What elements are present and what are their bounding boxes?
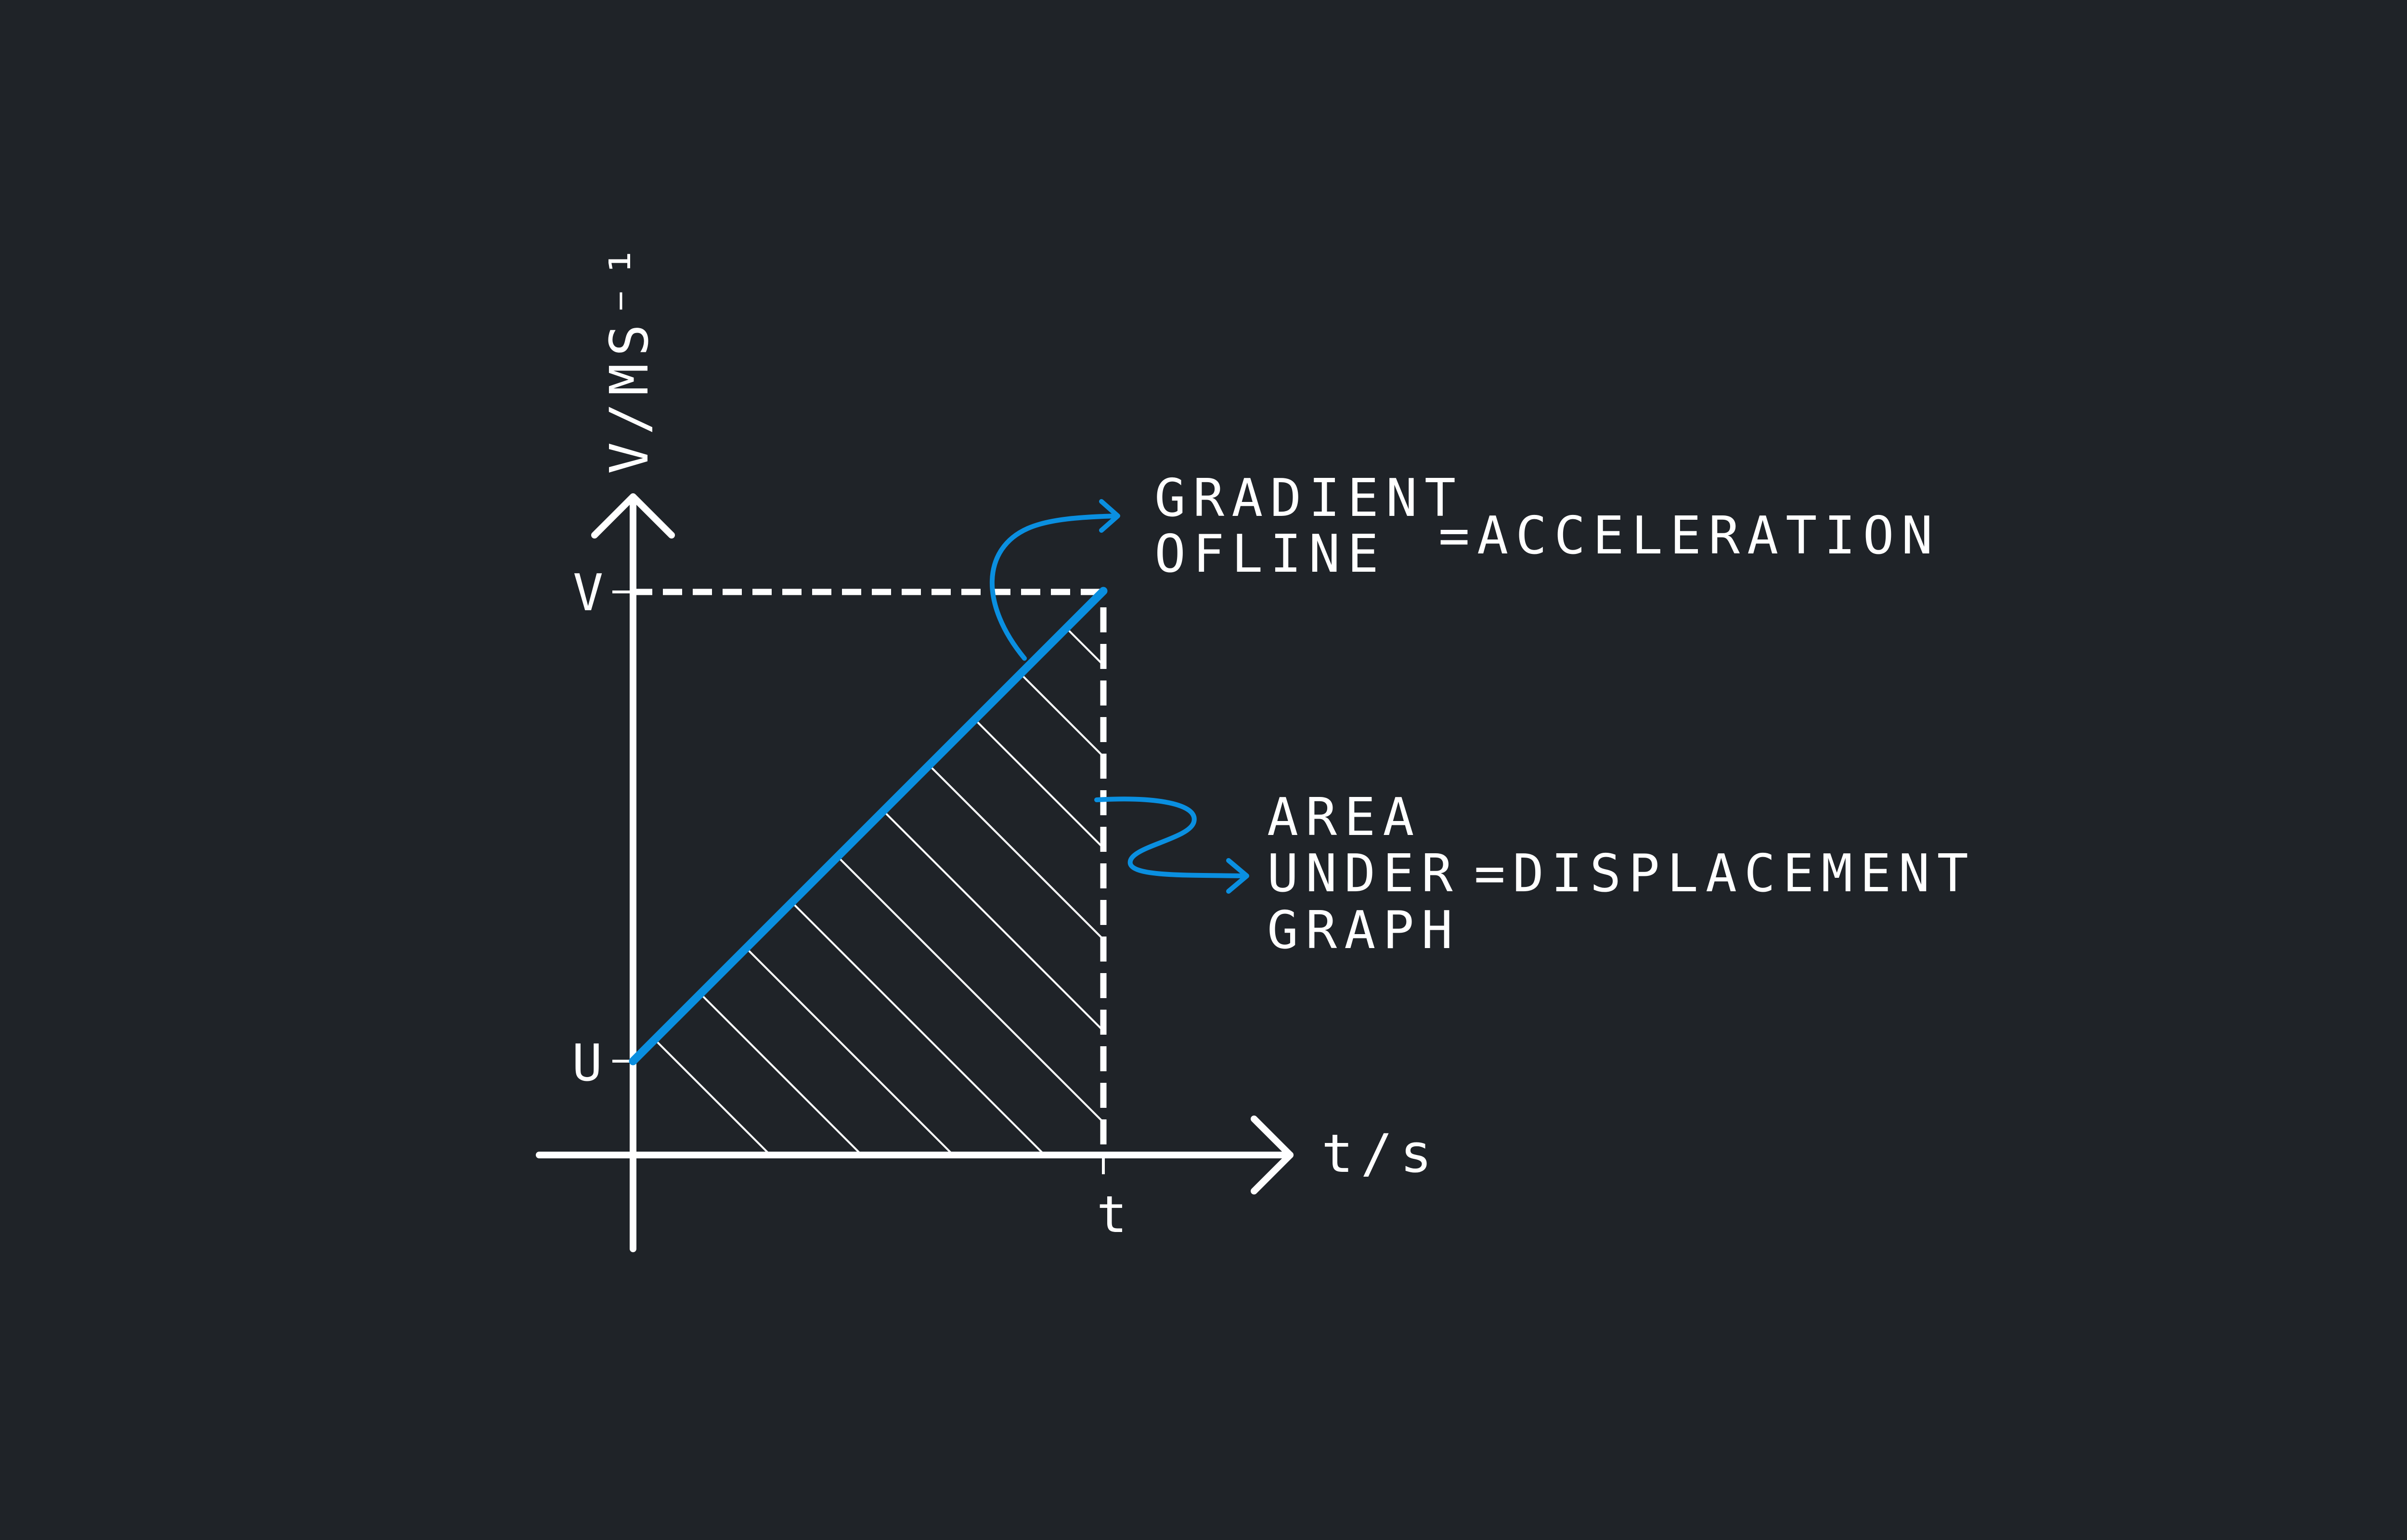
area-arrow-head-icon: [1226, 858, 1249, 894]
v-tick-label: V: [573, 564, 610, 622]
t-tick-label: t: [1097, 1185, 1134, 1244]
hatch-line: [633, 639, 1103, 1155]
area-arrow: [1094, 796, 1247, 878]
gradient-label-line2: OFLINE: [1154, 524, 1386, 584]
y-axis-label: V/MS⁻¹: [598, 238, 660, 474]
gradient-label-line1: GRADIENT: [1154, 468, 1463, 528]
acceleration-label: =ACCELERATION: [1438, 506, 1940, 566]
x-axis-arrowhead: [1251, 1116, 1294, 1194]
area-under-graph-hatching: [633, 591, 1103, 1155]
hatch-line: [633, 731, 1103, 1155]
hatch-line: [633, 822, 1103, 1155]
y-axis-arrowhead: [591, 493, 675, 539]
displacement-label: =DISPLACEMENT: [1474, 844, 1976, 904]
x-axis-label: t/s: [1321, 1123, 1439, 1184]
u-tick-label: U: [572, 1034, 609, 1092]
hatch-line: [633, 591, 1103, 1108]
hatch-line: [633, 591, 1103, 742]
hatch-line: [633, 591, 1103, 834]
area-label-line3: GRAPH: [1267, 900, 1460, 961]
gradient-arrow-head-icon: [1099, 499, 1120, 533]
gradient-arrow: [990, 513, 1119, 661]
area-label-line1: AREA: [1267, 787, 1422, 847]
hatch-line: [633, 591, 1103, 1155]
velocity-line: [629, 587, 1108, 1065]
area-label-line2: UNDER: [1267, 844, 1460, 904]
